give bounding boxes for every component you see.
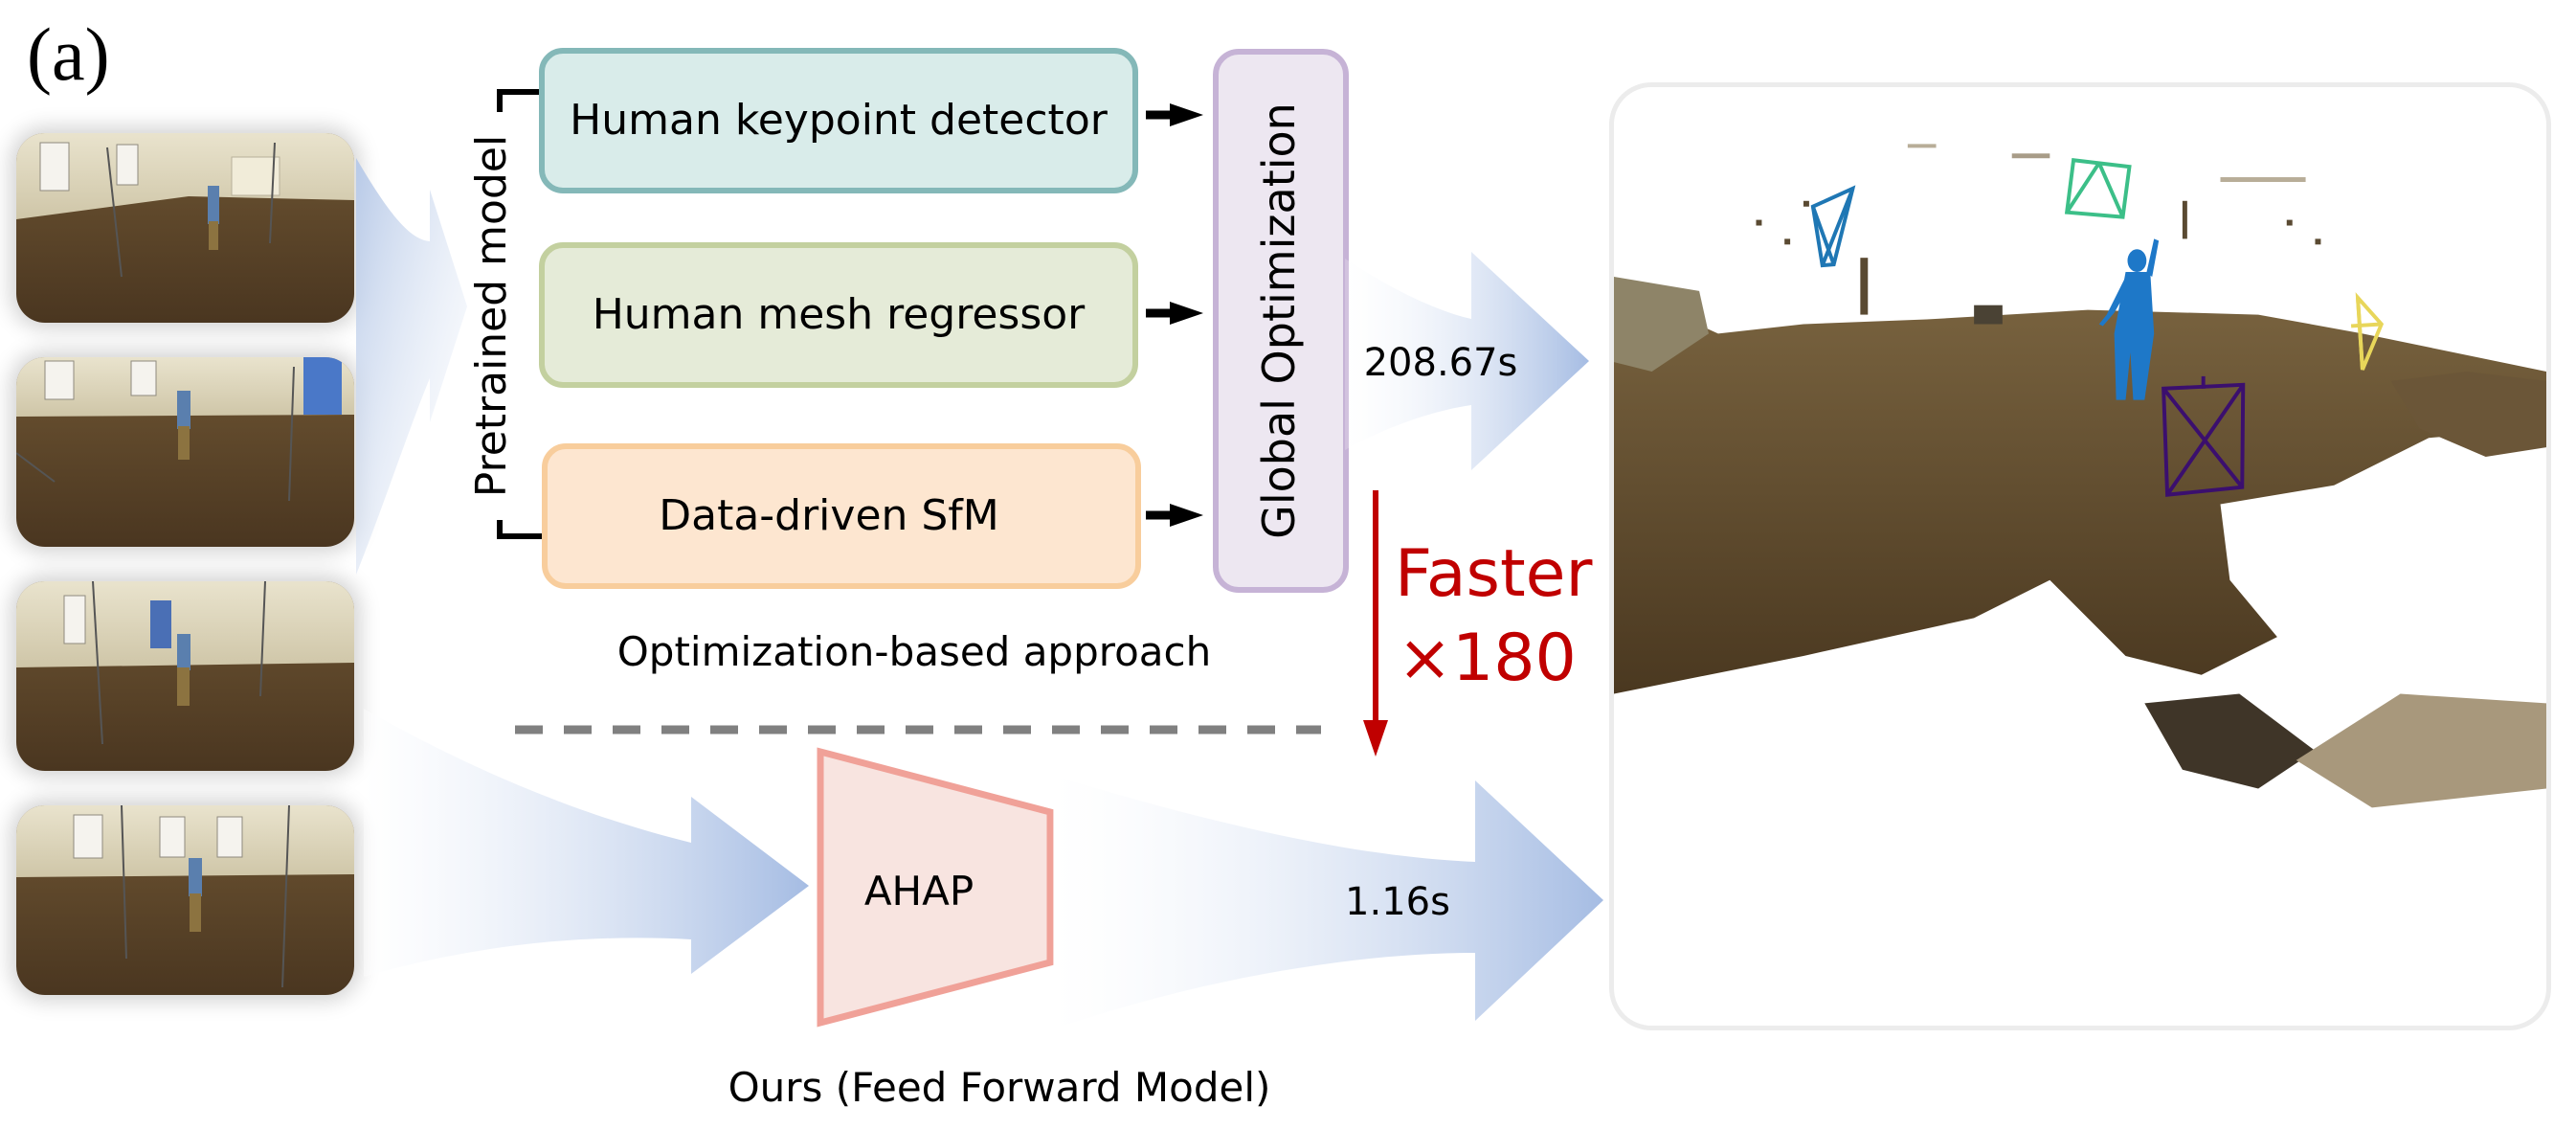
global-optimization-label: Global Optimization: [1253, 102, 1305, 539]
camera-frustum-purple-icon: [2162, 375, 2246, 497]
point-cloud-floor: [1614, 285, 2546, 694]
input-frame: [16, 357, 354, 547]
point-cloud-right-furniture: [2390, 371, 2546, 458]
point-cloud-left-chair: [1614, 276, 1709, 372]
module-keypoint-detector: Human keypoint detector: [539, 48, 1138, 193]
speedup-arrow: [1363, 490, 1388, 757]
optimization-time: 208.67s: [1364, 341, 1518, 385]
module-label: Human keypoint detector: [570, 96, 1109, 145]
panel-label: (a): [27, 12, 110, 96]
optimization-caption: Optimization-based approach: [617, 628, 1212, 675]
ahap-time: 1.16s: [1345, 880, 1450, 924]
module-arrows: [1146, 103, 1203, 527]
speedup-label-faster: Faster: [1395, 536, 1592, 612]
scattered-points: [1756, 144, 2321, 325]
reconstruction-scene: [1614, 144, 2546, 808]
input-frame: [16, 805, 354, 995]
camera-frustum-yellow-icon: [2350, 292, 2385, 371]
module-sfm: Data-driven SfM: [542, 443, 1141, 589]
optimization-output-arrow: [1345, 252, 1589, 470]
input-to-pretrained-arrow: [356, 158, 467, 575]
point-cloud-bottom-chair: [2144, 693, 2316, 789]
input-to-ahap-arrow: [364, 709, 809, 977]
module-mesh-regressor: Human mesh regressor: [539, 242, 1138, 388]
input-frame: [16, 581, 354, 771]
point-cloud-bottom-right: [2296, 693, 2546, 808]
ahap-model: AHAP: [817, 747, 1054, 1028]
ahap-output-arrow: [1053, 776, 1603, 1029]
camera-frustum-green-icon: [2064, 158, 2132, 219]
human-mesh: [2098, 238, 2160, 400]
pretrained-bracket: [497, 89, 542, 539]
reconstruction-panel: [1609, 82, 2551, 1030]
pretrained-model-label: Pretrained model: [467, 135, 516, 497]
ours-caption: Ours (Feed Forward Model): [728, 1064, 1271, 1111]
ahap-label: AHAP: [864, 868, 974, 915]
global-optimization-box: Global Optimization: [1213, 49, 1349, 593]
module-label: Data-driven SfM: [659, 491, 999, 540]
camera-frustum-blue-icon: [1810, 185, 1856, 268]
speedup-label-factor: ×180: [1398, 621, 1577, 696]
input-frame: [16, 133, 354, 323]
module-label: Human mesh regressor: [593, 290, 1086, 339]
